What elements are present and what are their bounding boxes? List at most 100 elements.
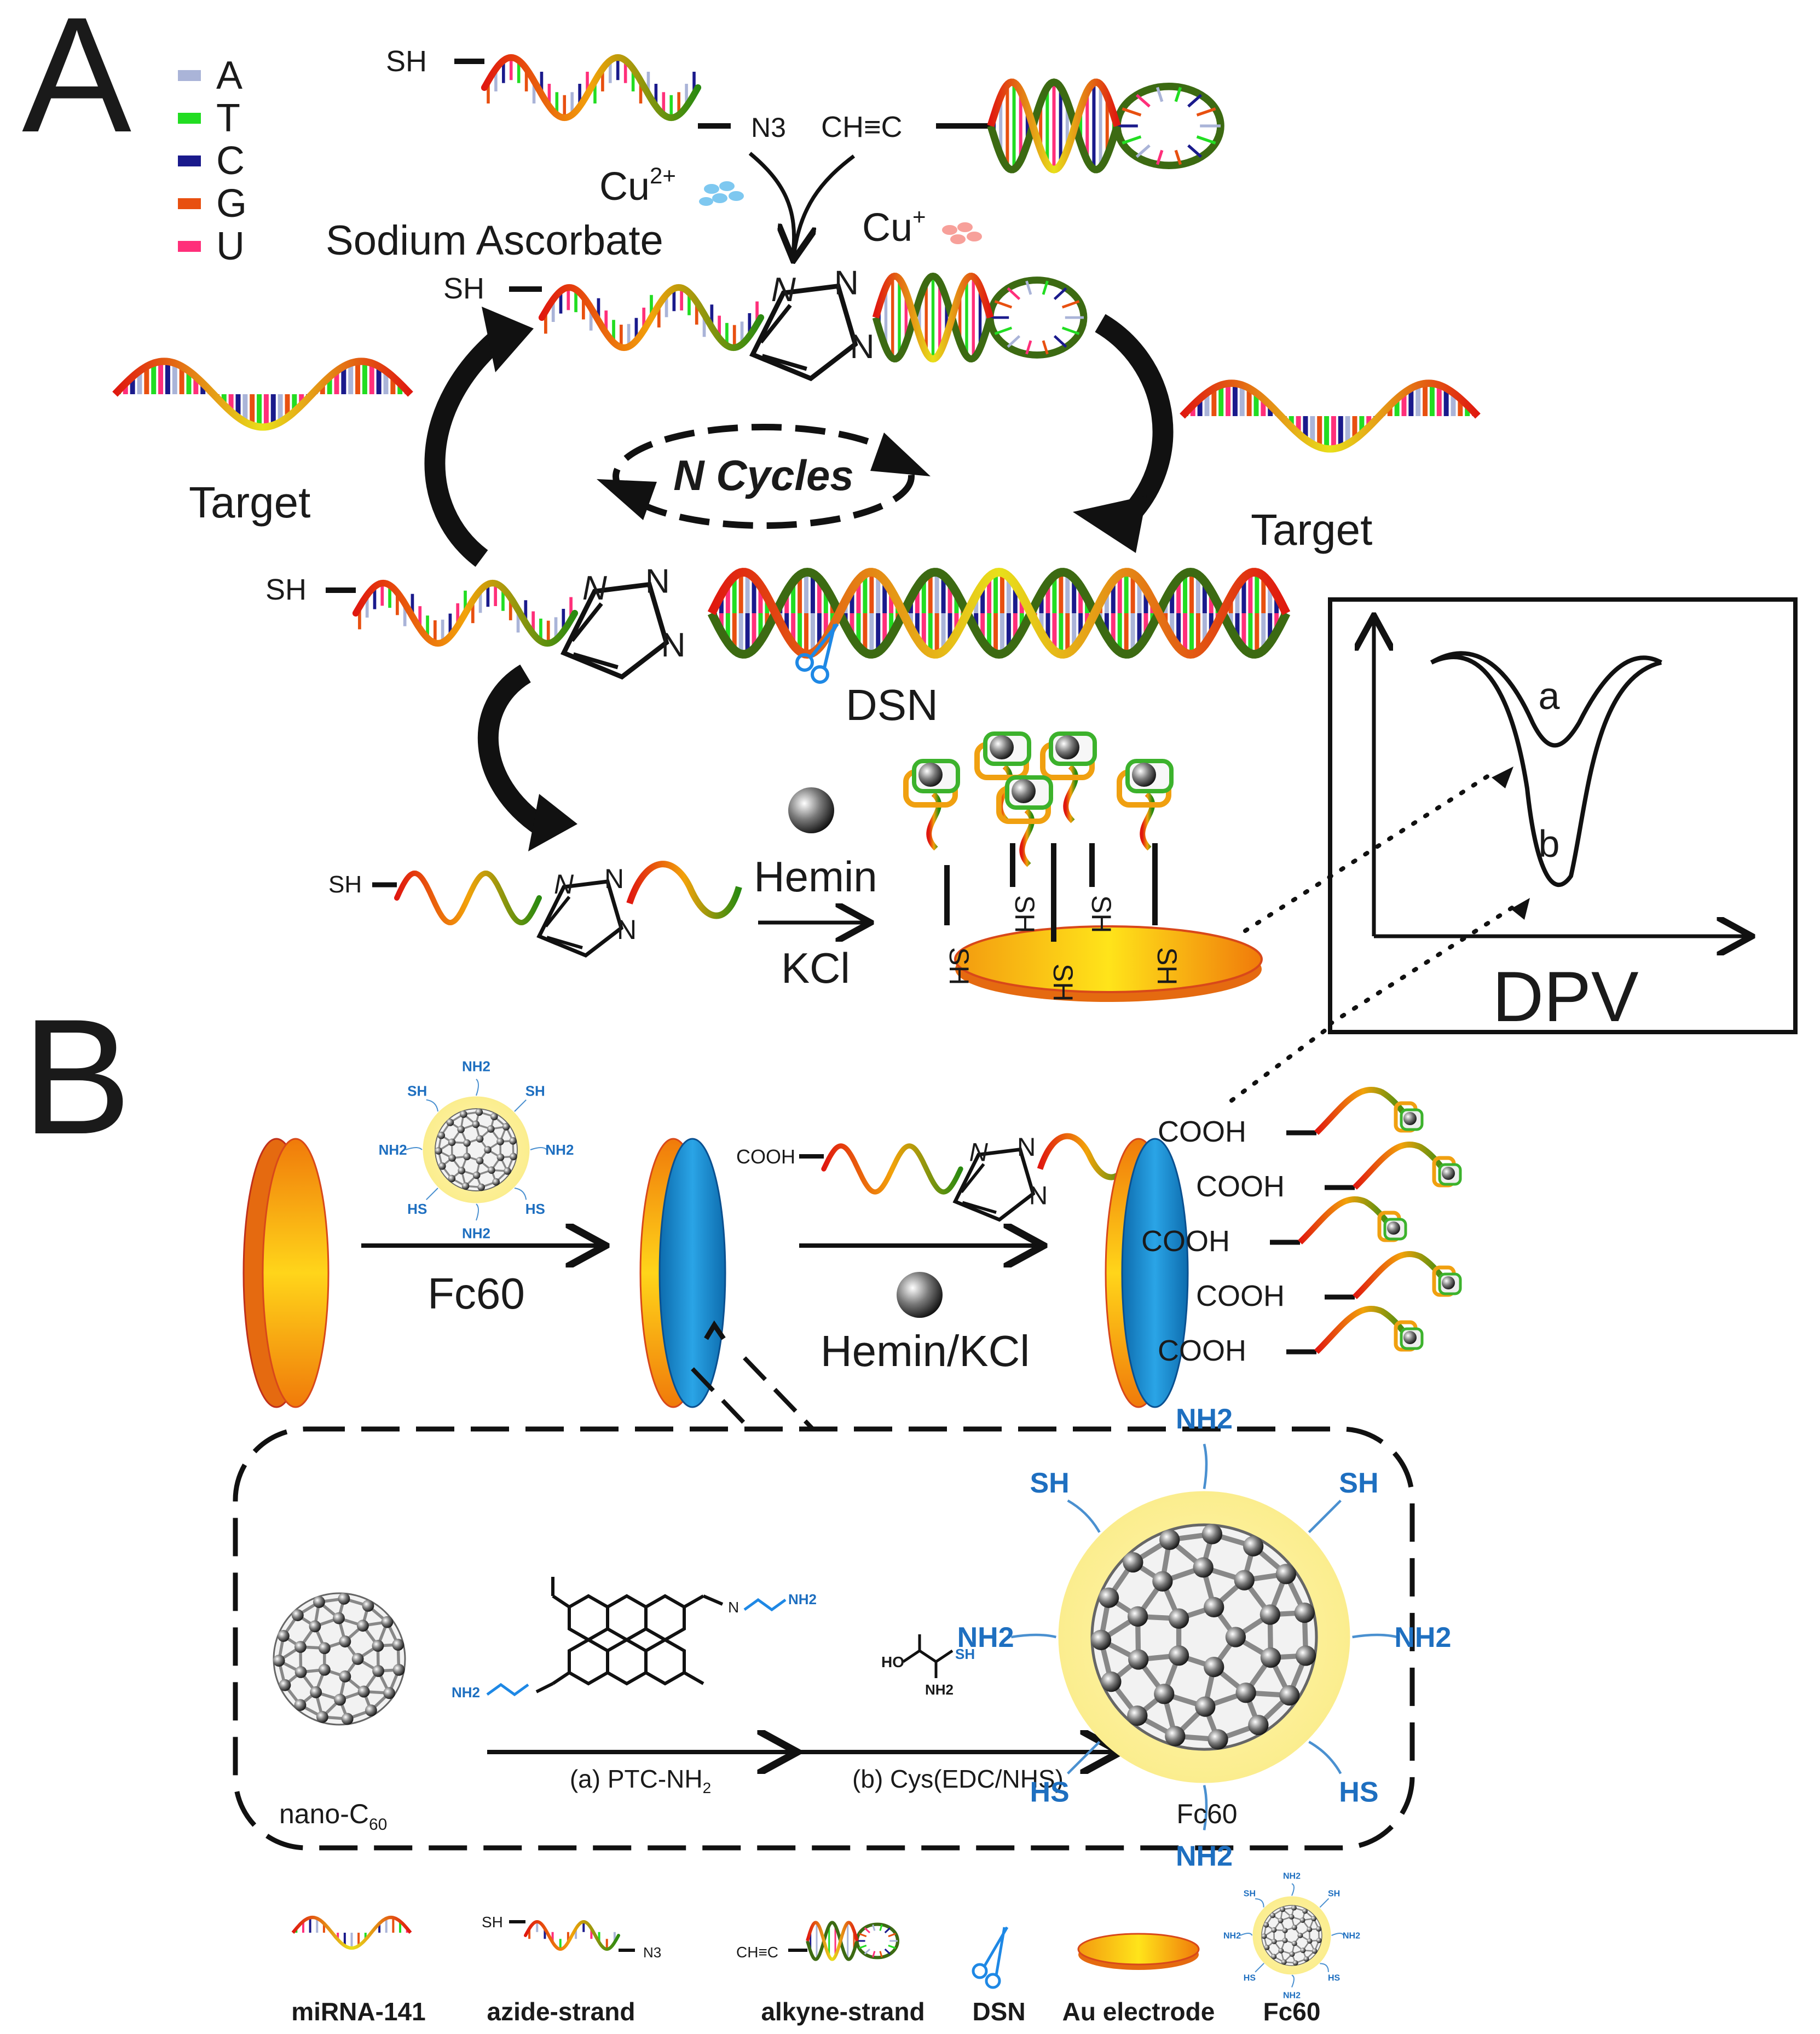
electrode-sh-3: SH (1086, 895, 1117, 933)
triazole-n-2: N (1029, 1181, 1048, 1210)
legend-base-c: C (216, 139, 245, 183)
target-right-label: Target (1251, 505, 1372, 554)
sh-label-product: SH (443, 272, 484, 305)
fc60-group-hs: HS (1339, 1777, 1378, 1808)
fc60-group-sh: SH (407, 1082, 427, 1099)
fc60-product-label: Fc60 (1176, 1799, 1237, 1829)
triazole-n-0: N (969, 1138, 989, 1167)
fc60-group-nh2: NH2 (545, 1142, 574, 1158)
cu1-ions (942, 222, 982, 244)
fc60-group-hs: HS (407, 1201, 427, 1217)
legend-swatch-a (178, 70, 201, 81)
dsn-label: DSN (846, 681, 938, 729)
electrode-sh-1: SH (1009, 895, 1040, 933)
au-electrode-b-bare (244, 1139, 328, 1407)
fc60-group-hs: HS (525, 1201, 545, 1217)
fc60-group-nh2: NH2 (462, 1225, 490, 1242)
nano-c60-label: nano-C60 (279, 1799, 387, 1834)
azide-strand-top (484, 57, 698, 118)
cu2-label: Cu2+ (599, 163, 676, 209)
azide-strand-duplex (356, 583, 575, 643)
cooh-label-3: COOH (1196, 1280, 1285, 1312)
triazole-n-0: N (771, 270, 796, 309)
ptc-nh2-right: NH2 (788, 1591, 817, 1607)
target-left-label: Target (189, 478, 310, 527)
fc60-group-nh2: NH2 (1394, 1622, 1451, 1653)
ptc-nh2-structure (536, 1577, 723, 1692)
alkyne-hairpin-top (991, 82, 1221, 170)
triazole-n-1: N (1017, 1133, 1036, 1162)
fc60-group-sh: SH (1339, 1467, 1378, 1499)
step-a-label: (a) PTC-NH2 (570, 1765, 711, 1796)
legend-azide-icon (525, 1922, 619, 1949)
triazole-n-1: N (604, 863, 624, 894)
n3-label: N3 (751, 112, 786, 143)
legend-swatch-t (178, 113, 201, 124)
triazole-n-2: N (617, 914, 637, 945)
legend-azide-sh: SH (482, 1914, 503, 1931)
cleaved-strand (397, 873, 539, 923)
cooh-label-4: COOH (1158, 1334, 1246, 1367)
legend-alkyne-label: alkyne-strand (761, 1997, 925, 2026)
target-left (115, 361, 411, 427)
cooh-label-0: COOH (1158, 1115, 1246, 1148)
alkyne-label: CH≡C (821, 111, 903, 143)
legend-au-icon (1078, 1934, 1199, 1970)
sh-label-cleaved: SH (328, 871, 362, 898)
hemin-ball (788, 787, 834, 833)
fc60-group-nh2: NH2 (1283, 1872, 1301, 1881)
cu1-label: Cu+ (862, 204, 926, 250)
fc60-group-hs: HS (1244, 1974, 1256, 1983)
electrode-sh-2: SH (1048, 964, 1078, 1001)
fc60-group-sh: SH (1030, 1467, 1069, 1499)
legend-swatch-u (178, 241, 201, 252)
triazole-n-2: N (850, 327, 875, 366)
fc60-group-nh2: NH2 (1176, 1841, 1233, 1872)
legend-fc60-label: Fc60 (1263, 1997, 1321, 2026)
electrode-sh-4: SH (1152, 947, 1182, 985)
cu2-ions (699, 181, 744, 206)
duplex-helix (712, 572, 1286, 654)
synthesis-inset: nano-C60 N N NH2 NH2 (a) PTC-NH2 (235, 1403, 1451, 1872)
legend-azide-label: azide-strand (487, 1997, 635, 2026)
fc60-group-hs: HS (1030, 1777, 1069, 1808)
fc60-electrode (640, 1139, 725, 1407)
legend-swatch-g (178, 198, 201, 209)
panel-a-label: A (22, 0, 132, 166)
legend-dsn-icon (973, 1927, 1007, 1987)
cys-nh2: NH2 (925, 1681, 954, 1698)
panel-b-label: B (22, 984, 131, 1168)
fc60-group-sh: SH (525, 1082, 545, 1099)
nano-c60-icon (273, 1593, 405, 1725)
bottom-legend: miRNA-141 SH N3 azide-strand CH≡C alkyne… (291, 1872, 1360, 2026)
legend-dsn-label: DSN (972, 1997, 1025, 2026)
dpv-curve-a-label: a (1539, 675, 1560, 717)
legend-base-a: A (216, 54, 242, 97)
sh-label-duplex: SH (265, 573, 307, 606)
cleaved-strand-b (824, 1146, 961, 1192)
sh-label-top: SH (386, 45, 427, 78)
legend-alkyne-icon (807, 1922, 898, 1959)
legend-au-label: Au electrode (1062, 1997, 1215, 2026)
hemin-label: Hemin (754, 852, 877, 901)
alkyne-hairpin-product (876, 276, 1084, 359)
triazole-n-1: N (645, 562, 670, 601)
electrode-sh-0: SH (944, 947, 974, 985)
fc60-group-nh2: NH2 (1343, 1932, 1360, 1941)
cooh-label-small: COOH (736, 1145, 795, 1168)
cooh-label-1: COOH (1196, 1170, 1285, 1203)
dpv-box: a b DPV (1330, 600, 1795, 1036)
sodium-ascorbate-label: Sodium Ascorbate (326, 217, 663, 264)
triazole-n-1: N (834, 264, 859, 302)
triazole-n-0: N (582, 569, 608, 607)
legend-base-g: G (216, 182, 247, 226)
hemin-kcl-label: Hemin/KCl (821, 1327, 1030, 1375)
cys-ho: HO (881, 1653, 904, 1670)
